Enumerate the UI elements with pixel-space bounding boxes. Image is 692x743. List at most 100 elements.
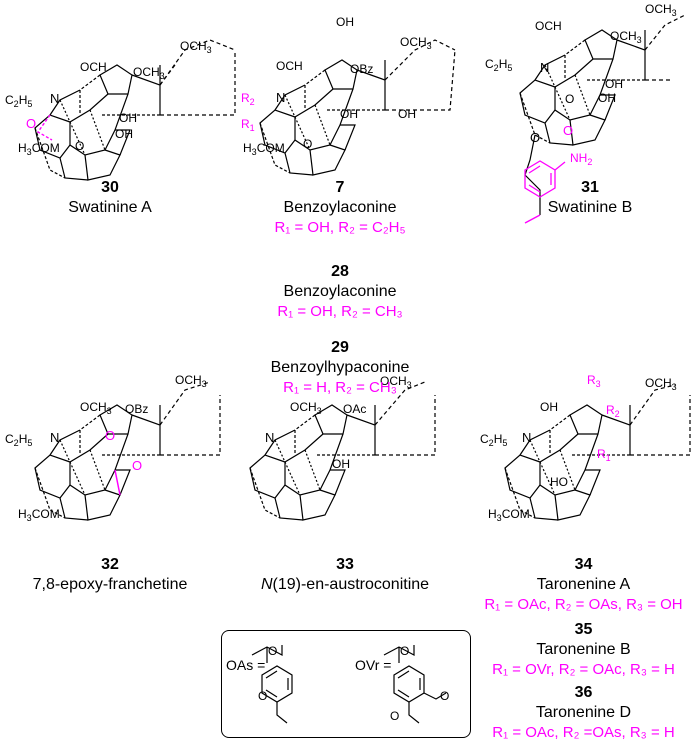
compound-name: Benzoylhypaconine bbox=[270, 359, 410, 376]
atom-label: O bbox=[26, 116, 36, 131]
structure-33 bbox=[249, 381, 436, 521]
atom-label: OH bbox=[540, 400, 558, 414]
atom-label: C2H5 bbox=[5, 93, 32, 109]
atom-label: HO bbox=[550, 475, 568, 489]
atom-label: O bbox=[530, 130, 540, 145]
oas-label: OAs = bbox=[226, 657, 266, 673]
atom-label: H3COM bbox=[18, 507, 60, 523]
compound-name: Taronenine B bbox=[536, 641, 631, 658]
ovr-structure bbox=[383, 645, 447, 724]
caption-33: 33 N(19)-en-austroconitine bbox=[250, 555, 440, 595]
atom-label: OCH3 bbox=[645, 376, 677, 392]
atom-label: O bbox=[268, 644, 277, 658]
compound-number: 30 bbox=[101, 179, 119, 196]
atom-label: O bbox=[440, 689, 449, 703]
atom-label: NH2 bbox=[570, 151, 592, 167]
atom-label: OCH3 bbox=[610, 29, 642, 45]
caption-29: 29 Benzoylhypaconine R₁ = H, R₂ = CH₃ bbox=[245, 338, 435, 398]
compound-name: Swatinine B bbox=[547, 199, 633, 216]
atom-label: OH bbox=[115, 127, 133, 141]
atom-label: O bbox=[400, 644, 409, 658]
compound-name: Benzoylaconine bbox=[283, 199, 397, 216]
substituent-line: R₁ = OH, R₂ = C₂H₅ bbox=[274, 219, 406, 236]
compound-name: 7,8-epoxy-franchetine bbox=[32, 576, 188, 593]
atom-label: OH bbox=[605, 77, 623, 91]
atom-label: R2 bbox=[606, 403, 620, 419]
compound-number: 31 bbox=[581, 179, 599, 196]
atom-label: OCH3 bbox=[133, 65, 165, 81]
caption-32: 32 7,8-epoxy-franchetine bbox=[20, 555, 200, 595]
substituent-line: R₁ = H, R₂ = CH₃ bbox=[283, 379, 397, 396]
caption-30: 30 Swatinine A bbox=[55, 178, 165, 218]
caption-31: 31 Swatinine B bbox=[535, 178, 645, 218]
atom-label: H3COM bbox=[18, 141, 60, 157]
atom-label: OCH3 bbox=[175, 373, 207, 389]
atom-label: N bbox=[540, 60, 549, 75]
compound-name: N(19)-en-austroconitine bbox=[250, 575, 440, 595]
compound-number: 34 bbox=[574, 556, 593, 573]
compound-number: 33 bbox=[336, 556, 354, 573]
compound-name: Swatinine A bbox=[68, 199, 152, 216]
compound-number: 28 bbox=[331, 263, 349, 280]
atom-label: C2H5 bbox=[485, 57, 512, 73]
compound-number: 36 bbox=[574, 684, 593, 701]
atom-label: R3 bbox=[587, 373, 601, 389]
atom-label: OCH3 bbox=[180, 39, 212, 55]
atom-label: H3COM bbox=[488, 507, 530, 523]
caption-7: 7 Benzoylaconine R₁ = OH, R₂ = C₂H₅ bbox=[255, 178, 425, 238]
compound-name: Taronenine A bbox=[536, 576, 631, 593]
atom-label: N bbox=[276, 90, 285, 105]
atom-label: O bbox=[132, 458, 142, 473]
atom-label: OH bbox=[398, 107, 416, 121]
atom-label: N bbox=[265, 430, 274, 445]
atom-label: O bbox=[105, 428, 115, 443]
compound-number: 29 bbox=[331, 339, 349, 356]
atom-label: R2 bbox=[241, 91, 255, 107]
ovr-label: OVr = bbox=[355, 657, 392, 673]
atom-label: R1 bbox=[597, 447, 611, 463]
atom-label: OH bbox=[119, 111, 137, 125]
atom-label: OCH bbox=[276, 59, 303, 73]
substituent-line: R₁ = OVr, R₂ = OAc, R₃ = H bbox=[492, 661, 675, 678]
atom-label: OBz bbox=[350, 62, 373, 76]
structure-34 bbox=[504, 384, 691, 521]
atom-label: O bbox=[563, 123, 573, 138]
atom-label: OCH3 bbox=[290, 400, 322, 416]
name-prefix: N bbox=[260, 576, 273, 593]
atom-label: OCH bbox=[80, 60, 107, 74]
compound-name: Benzoylaconine bbox=[283, 283, 397, 300]
caption-35: 35 Taronenine B R₁ = OVr, R₂ = OAc, R₃ =… bbox=[475, 620, 692, 680]
caption-36: 36 Taronenine D R₁ = OAc, R₂ =OAs, R₃ = … bbox=[475, 683, 692, 743]
atom-label: O bbox=[258, 689, 267, 703]
atom-label: O bbox=[390, 709, 399, 723]
atom-label: OCH3 bbox=[645, 2, 677, 18]
atom-label: OH bbox=[598, 91, 616, 105]
atom-label: C2H5 bbox=[5, 432, 32, 448]
atom-label: OAc bbox=[343, 402, 366, 416]
name-rest: (19)-en-austroconitine bbox=[272, 576, 430, 593]
compound-number: 7 bbox=[335, 179, 345, 196]
atom-label: N bbox=[50, 430, 59, 445]
atom-label: N bbox=[50, 91, 59, 106]
atom-label: OH bbox=[332, 457, 350, 471]
atom-label: OH bbox=[340, 107, 358, 121]
structure-7 bbox=[259, 39, 456, 176]
compound-number: 32 bbox=[101, 556, 119, 573]
oas-structure bbox=[251, 645, 293, 724]
compound-number: 35 bbox=[574, 621, 593, 638]
atom-label: C2H5 bbox=[480, 432, 507, 448]
structure-30 bbox=[34, 39, 236, 181]
aminophenyl-ring bbox=[524, 160, 566, 198]
compound-name: Taronenine D bbox=[535, 704, 632, 721]
atom-label: N bbox=[522, 430, 531, 445]
atom-label: OCH3 bbox=[380, 374, 412, 390]
substituent-line: R₁ = OH, R₂ = CH₃ bbox=[277, 303, 403, 320]
atom-label: R1 bbox=[241, 117, 255, 133]
atom-label: O bbox=[303, 137, 312, 151]
structure-32 bbox=[34, 381, 221, 521]
atom-label: OH bbox=[336, 15, 354, 29]
atom-label: OCH bbox=[535, 19, 562, 33]
atom-label: OCH3 bbox=[80, 400, 112, 416]
